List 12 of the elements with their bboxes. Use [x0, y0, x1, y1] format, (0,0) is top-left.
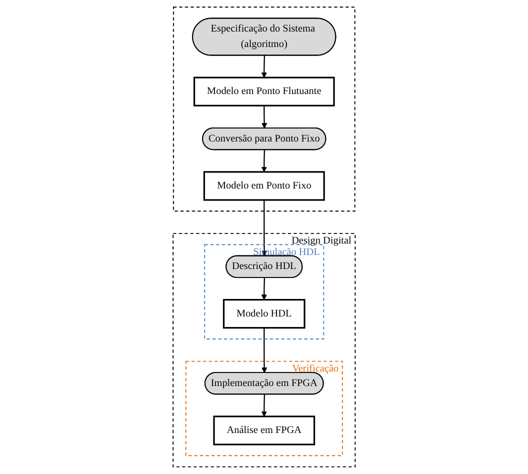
arrow	[261, 394, 267, 417]
cluster	[172, 6, 356, 212]
arrow	[261, 278, 267, 300]
arrow	[261, 56, 267, 78]
arrow	[261, 106, 267, 129]
node-box: Modelo em Ponto Flutuante	[193, 76, 335, 106]
arrow	[261, 200, 267, 256]
node-box: Modelo em Ponto Fixo	[203, 171, 325, 201]
node-box: Análise em FPGA	[213, 416, 315, 446]
node-box: Modelo HDL	[222, 299, 306, 329]
arrow	[261, 328, 267, 374]
arrow	[261, 150, 267, 172]
